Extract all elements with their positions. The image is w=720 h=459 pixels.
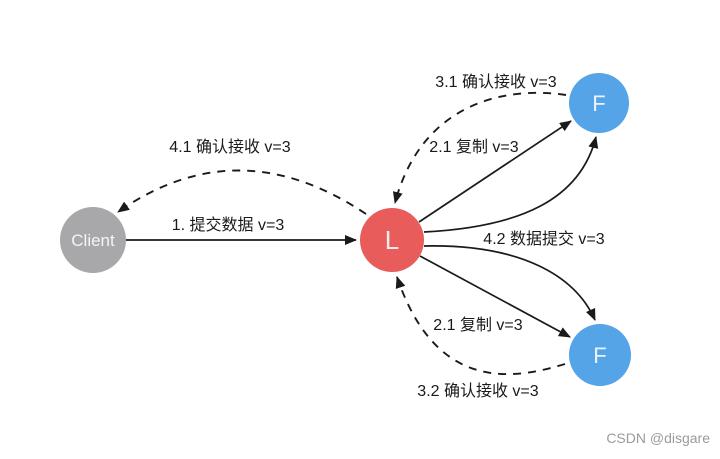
edge-replicate-leader-to-follower-top xyxy=(418,120,572,223)
client-node xyxy=(60,207,126,273)
edge-ack-leader-to-client xyxy=(117,169,367,215)
edge-label-replicate-bottom: 2.1 复制 v=3 xyxy=(433,316,522,334)
follower-bottom-node xyxy=(569,324,631,386)
edge-commit-leader-to-follower-bottom xyxy=(423,245,596,321)
leader-node xyxy=(360,208,424,272)
client-node-label: Client xyxy=(71,231,115,250)
edge-label-commit: 4.2 数据提交 v=3 xyxy=(483,230,604,248)
follower-bottom-node-label: F xyxy=(593,343,606,368)
edge-label-ack-bottom: 3.2 确认接收 v=3 xyxy=(417,382,538,400)
edge-ack-follower-bottom-to-leader xyxy=(395,276,566,376)
follower-top-node-label: F xyxy=(592,91,605,116)
edge-label-ack-top: 3.1 确认接收 v=3 xyxy=(435,73,556,91)
edge-label-replicate-top: 2.1 复制 v=3 xyxy=(429,138,518,156)
follower-top-node xyxy=(569,73,629,133)
edge-label-ack-client: 4.1 确认接收 v=3 xyxy=(169,138,290,156)
edge-label-submit: 1. 提交数据 v=3 xyxy=(172,216,285,234)
edge-commit-leader-to-follower-top xyxy=(423,136,599,233)
leader-node-label: L xyxy=(385,225,399,255)
edge-replicate-leader-to-follower-bottom xyxy=(419,255,571,338)
watermark-text: CSDN @disgare xyxy=(606,430,710,446)
